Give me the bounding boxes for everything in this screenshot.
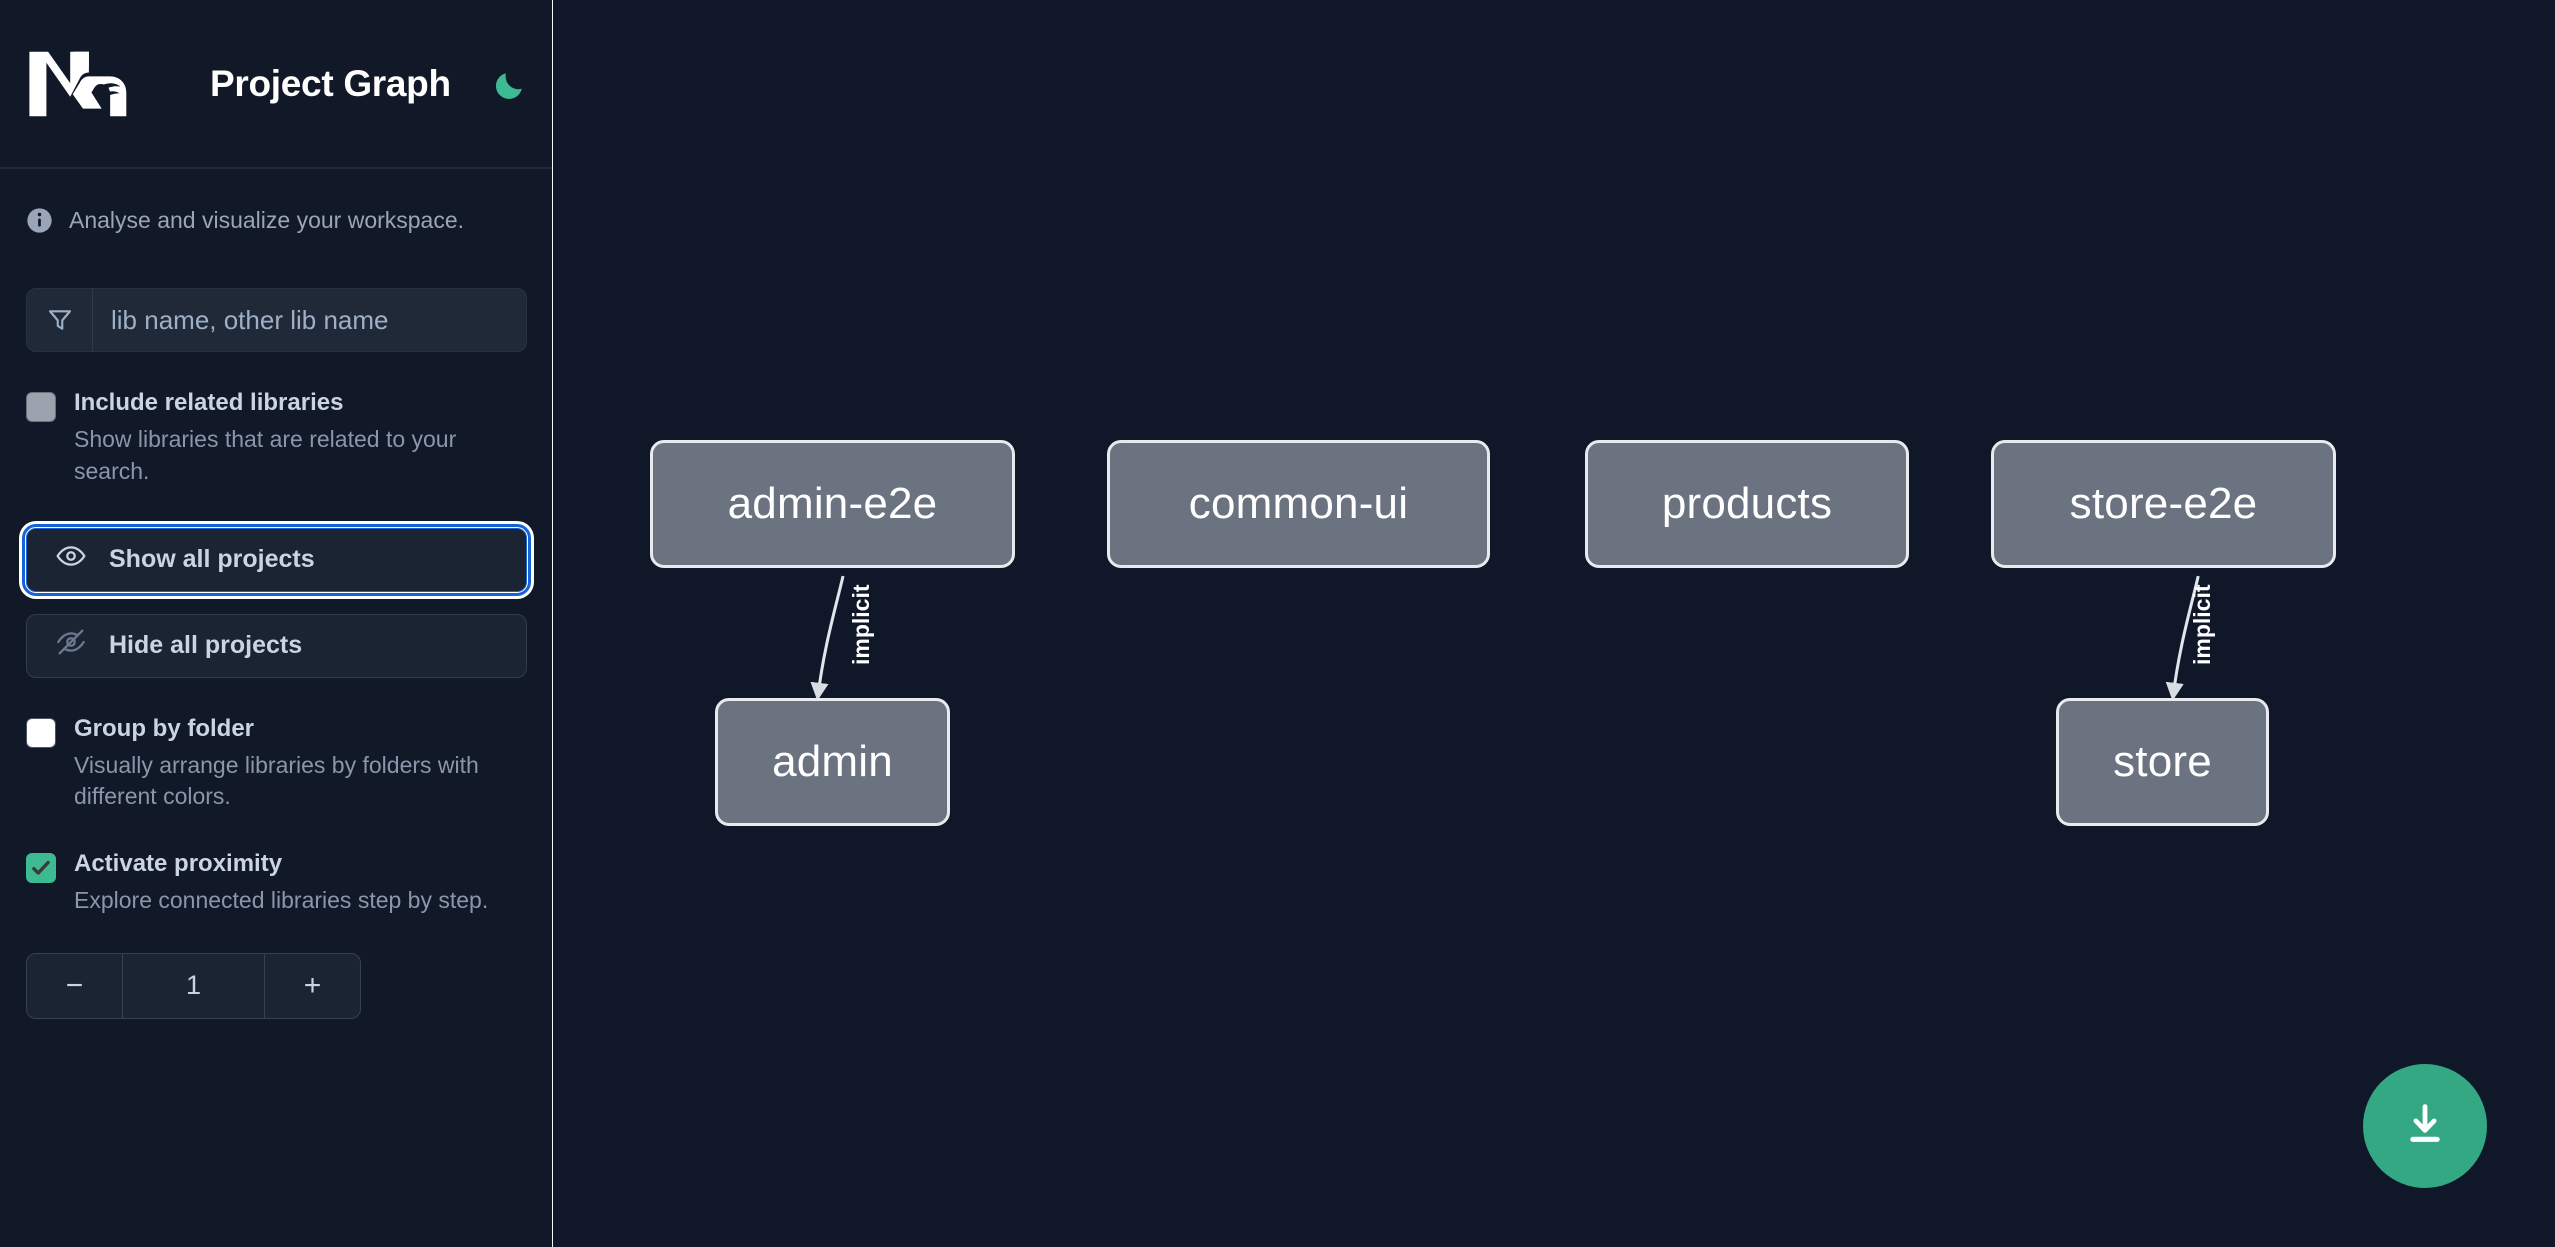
graph-node-common-ui[interactable]: common-ui xyxy=(1107,440,1490,568)
option-description: Explore connected libraries step by step… xyxy=(74,886,489,913)
moon-icon[interactable] xyxy=(489,64,529,104)
proximity-stepper-wrap: − 1 + xyxy=(0,917,553,1019)
edge-label-admin-implicit: implicit xyxy=(848,584,874,665)
workspace-blurb-text: Analyse and visualize your workspace. xyxy=(69,207,465,233)
option-include-related-libraries: Include related libraries Show libraries… xyxy=(0,352,553,487)
visibility-button-group: Show all projects Hide all projects xyxy=(0,488,553,678)
option-label: Group by folder xyxy=(74,714,254,742)
graph-node-products[interactable]: products xyxy=(1585,440,1909,568)
proximity-decrement-button[interactable]: − xyxy=(27,953,123,1018)
proximity-increment-button[interactable]: + xyxy=(264,953,360,1018)
checkbox-include-related-libraries[interactable] xyxy=(26,392,56,423)
edge-label-store-implicit: implicit xyxy=(2189,584,2215,665)
info-icon xyxy=(26,207,53,234)
sidebar-header: Project Graph xyxy=(0,0,553,169)
sidebar: Project Graph Analyse and visualize your… xyxy=(0,0,553,1247)
option-label: Include related libraries xyxy=(74,389,344,417)
show-all-projects-button[interactable]: Show all projects xyxy=(22,523,531,596)
hide-all-projects-button[interactable]: Hide all projects xyxy=(26,613,527,678)
sidebar-scrollbar-track[interactable] xyxy=(552,0,553,1247)
option-label: Activate proximity xyxy=(74,849,283,877)
checkbox-group-by-folder[interactable] xyxy=(26,717,56,748)
graph-edges xyxy=(810,575,2200,701)
download-graph-button[interactable] xyxy=(2363,1064,2487,1188)
option-activate-proximity: Activate proximity Explore connected lib… xyxy=(0,813,553,917)
graph-node-store[interactable]: store xyxy=(2056,698,2269,826)
graph-node-admin[interactable]: admin xyxy=(715,698,950,826)
page-title: Project Graph xyxy=(210,62,451,104)
eye-off-icon xyxy=(55,626,87,665)
proximity-stepper[interactable]: − 1 + xyxy=(26,952,361,1019)
graph-node-admin-e2e[interactable]: admin-e2e xyxy=(650,440,1015,568)
hide-all-projects-label: Hide all projects xyxy=(109,631,303,660)
search-input[interactable] xyxy=(93,289,526,352)
option-description: Show libraries that are related to your … xyxy=(74,426,457,484)
nx-logo-icon xyxy=(26,48,128,120)
download-icon xyxy=(2399,1099,2451,1154)
workspace-blurb: Analyse and visualize your workspace. xyxy=(0,169,553,236)
proximity-value: 1 xyxy=(185,970,202,1001)
eye-icon xyxy=(55,540,87,579)
checkbox-activate-proximity[interactable] xyxy=(26,852,56,883)
graph-canvas[interactable]: implicit implicit admin-e2e admin common… xyxy=(553,0,2555,1247)
filter-row xyxy=(0,236,553,353)
option-group-by-folder: Group by folder Visually arrange librari… xyxy=(0,678,553,813)
show-all-projects-label: Show all projects xyxy=(109,545,315,574)
text-filter-box[interactable] xyxy=(26,288,527,353)
option-description: Visually arrange libraries by folders wi… xyxy=(74,751,479,810)
funnel-filter-icon xyxy=(27,289,93,352)
graph-node-store-e2e[interactable]: store-e2e xyxy=(1991,440,2336,568)
